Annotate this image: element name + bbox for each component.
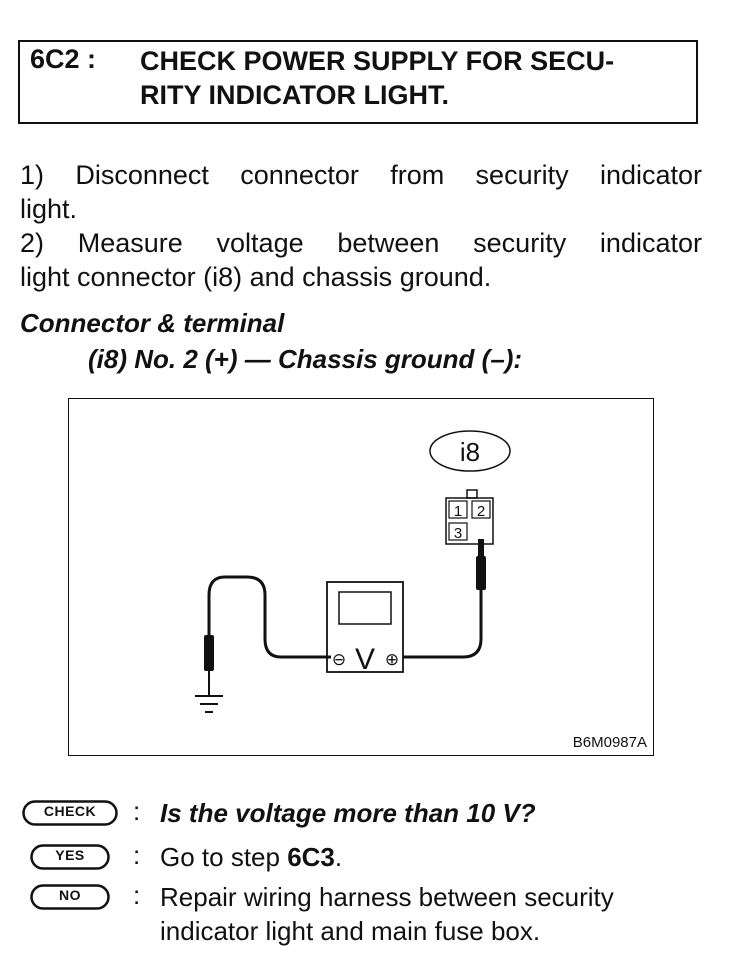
connector-spec: (i8) No. 2 (+) — Chassis ground (–): bbox=[88, 344, 523, 374]
pin-2-cell bbox=[471, 500, 491, 519]
yes-badge-label: YES bbox=[55, 847, 85, 863]
no-row: NO : Repair wiring harness between secur… bbox=[20, 880, 720, 950]
pin-1-cell bbox=[448, 500, 468, 519]
positive-probe-handle bbox=[476, 556, 486, 590]
connector-i8: 1 2 3 bbox=[445, 489, 494, 545]
negative-lead-wire bbox=[207, 575, 331, 659]
instruction-2-line2: light connector (i8) and chassis ground. bbox=[20, 262, 492, 292]
no-colon: : bbox=[133, 880, 141, 910]
yes-badge: YES bbox=[30, 844, 110, 870]
step-id: 6C2 : bbox=[30, 44, 97, 74]
minus-terminal: ⊖ bbox=[332, 650, 346, 670]
check-row: CHECK : Is the voltage more than 10 V? bbox=[20, 796, 720, 836]
positive-lead-wire bbox=[389, 590, 483, 659]
figure-code: B6M0987A bbox=[572, 734, 647, 751]
instruction-1-line2: light. bbox=[20, 194, 78, 224]
pin-3-label: 3 bbox=[454, 525, 462, 542]
yes-badge-outline bbox=[30, 844, 110, 870]
wiring-diagram-svg: i8 1 2 3 V ⊖ ⊕ bbox=[195, 430, 511, 713]
check-question: Is the voltage more than 10 V? bbox=[160, 798, 536, 828]
voltmeter: V ⊖ ⊕ bbox=[326, 581, 404, 676]
no-badge-outline bbox=[30, 884, 110, 910]
connector-heading: Connector & terminal bbox=[20, 308, 285, 338]
no-answer: Repair wiring harness between security i… bbox=[160, 880, 720, 948]
yes-colon: : bbox=[133, 840, 141, 870]
voltmeter-display bbox=[338, 591, 392, 625]
negative-probe-handle bbox=[204, 635, 214, 671]
yes-answer: Go to step 6C3. bbox=[160, 840, 720, 874]
pin-3-cell bbox=[448, 522, 468, 541]
yes-step-link[interactable]: 6C3 bbox=[287, 842, 335, 872]
instruction-2: 2) Measure voltage between security indi… bbox=[20, 226, 702, 294]
step-title-line2: RITY INDICATOR LIGHT. bbox=[140, 80, 450, 110]
no-answer-line1: Repair wiring harness between security bbox=[160, 882, 614, 912]
connector-housing bbox=[445, 497, 494, 545]
instruction-1-line1: 1) Disconnect connector from security in… bbox=[20, 160, 702, 190]
positive-probe-tip bbox=[478, 539, 484, 557]
step-heading-box: 6C2 : CHECK POWER SUPPLY FOR SECU- RITY … bbox=[18, 40, 698, 124]
plus-terminal: ⊕ bbox=[385, 650, 399, 670]
yes-row: YES : Go to step 6C3. bbox=[20, 840, 720, 880]
check-badge: CHECK bbox=[22, 800, 118, 826]
wiring-diagram: i8 1 2 3 V ⊖ ⊕ bbox=[68, 398, 654, 756]
check-badge-label: CHECK bbox=[43, 803, 97, 819]
chassis-ground-symbol bbox=[195, 695, 223, 713]
connector-latch bbox=[466, 489, 478, 499]
check-badge-outline bbox=[22, 800, 118, 826]
no-badge: NO bbox=[30, 884, 110, 910]
step-title: CHECK POWER SUPPLY FOR SECU- RITY INDICA… bbox=[140, 44, 690, 112]
pin-2-label: 2 bbox=[477, 503, 485, 520]
connector-label-ellipse bbox=[429, 430, 511, 472]
instruction-1: 1) Disconnect connector from security in… bbox=[20, 158, 702, 226]
connector-label: i8 bbox=[460, 437, 480, 467]
instruction-2-line1: 2) Measure voltage between security indi… bbox=[20, 228, 702, 258]
yes-period: . bbox=[334, 842, 343, 872]
no-answer-line2: indicator light and main fuse box. bbox=[160, 916, 541, 946]
step-title-line1: CHECK POWER SUPPLY FOR SECU- bbox=[140, 46, 615, 76]
yes-text: Go to step bbox=[160, 842, 288, 872]
voltmeter-symbol: V bbox=[355, 643, 375, 676]
check-colon: : bbox=[133, 796, 141, 826]
pin-1-label: 1 bbox=[454, 503, 462, 520]
no-badge-label: NO bbox=[59, 887, 81, 903]
